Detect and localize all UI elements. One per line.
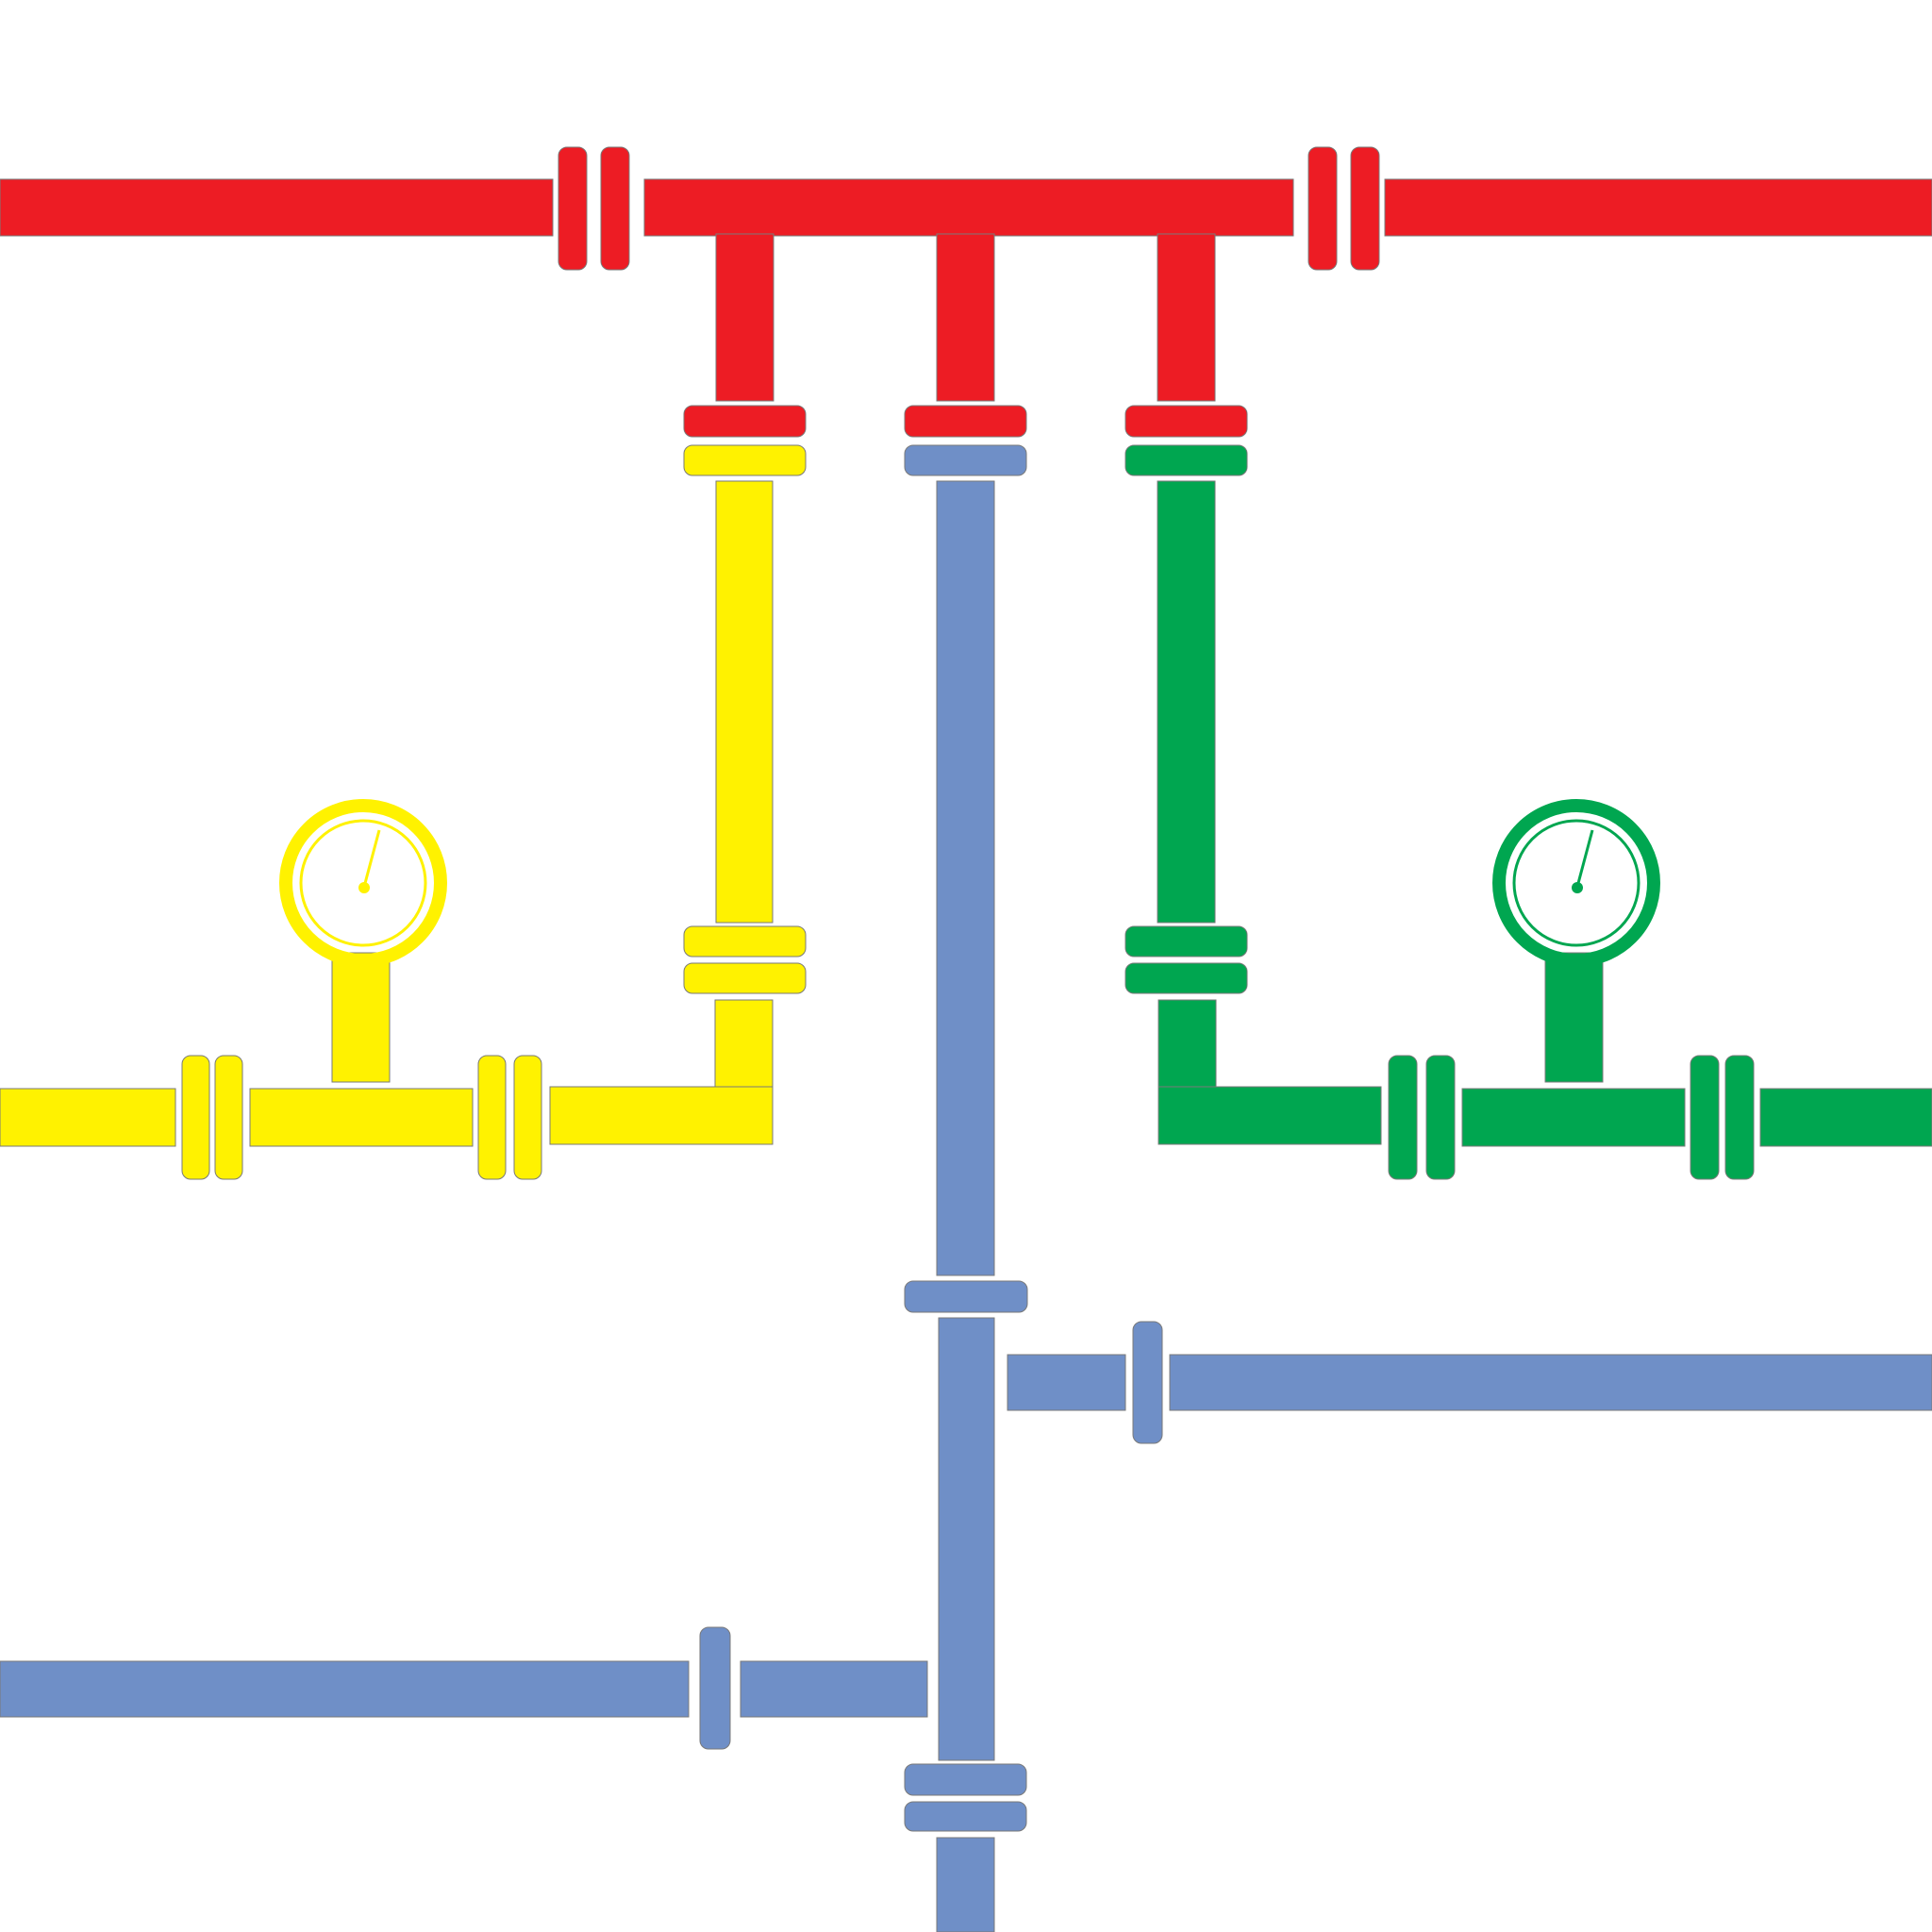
pressure-gauge-icon <box>1492 799 1660 967</box>
red-flange-right-a <box>1307 146 1338 271</box>
yellow-tee-pipe <box>249 1088 474 1147</box>
green-pipe-system <box>1124 444 1932 1180</box>
blue-flange-left <box>699 1626 731 1750</box>
blue-flange-right <box>1132 1321 1163 1444</box>
blue-pipe-system <box>0 444 1932 1932</box>
red-main-pipe-left <box>0 178 554 237</box>
yellow-flange-b <box>513 1055 542 1180</box>
yellow-pipe-system <box>0 444 807 1180</box>
yellow-gauge-pivot <box>358 882 370 893</box>
yellow-coupling-top <box>683 444 807 476</box>
yellow-gauge-outer-ring <box>279 799 447 967</box>
green-vertical-pipe <box>1157 480 1216 924</box>
green-gauge-needle <box>1575 829 1594 888</box>
green-flange-c <box>1690 1055 1720 1180</box>
pressure-gauge-icon <box>279 799 447 967</box>
yellow-flange-c <box>181 1055 210 1180</box>
red-coupling-right <box>1124 405 1248 438</box>
blue-coupling-lower-b <box>904 1801 1027 1832</box>
green-coupling-mid-a <box>1124 925 1248 958</box>
red-branch-left <box>715 233 774 402</box>
blue-branch-right-short <box>1007 1354 1126 1411</box>
yellow-coupling-mid-a <box>683 925 807 958</box>
green-flange-b <box>1425 1055 1456 1180</box>
red-branch-center <box>936 233 995 402</box>
red-coupling-center <box>904 405 1027 438</box>
green-elbow-horizontal <box>1158 1086 1382 1145</box>
blue-branch-left-long <box>0 1660 690 1718</box>
green-gauge-stem <box>1544 952 1604 1083</box>
green-flange-d <box>1724 1055 1755 1180</box>
red-flange-right-b <box>1350 146 1380 271</box>
green-outlet-pipe <box>1759 1088 1932 1147</box>
red-flange-left-a <box>558 146 588 271</box>
green-coupling-mid-b <box>1124 962 1248 994</box>
yellow-vertical-pipe <box>715 480 774 924</box>
green-gauge-pivot <box>1572 882 1583 893</box>
blue-branch-right-long <box>1169 1354 1932 1411</box>
blue-coupling-lower-a <box>904 1763 1027 1796</box>
blue-coupling-mid <box>904 1280 1028 1313</box>
green-tee-pipe <box>1461 1088 1686 1147</box>
red-flange-left-b <box>600 146 630 271</box>
red-main-pipe-right <box>1384 178 1932 237</box>
blue-vertical-pipe-bottom <box>936 1837 995 1932</box>
blue-vertical-pipe-upper <box>936 480 995 1276</box>
red-main-pipe-center <box>643 178 1294 237</box>
red-pipe-system <box>0 146 1932 438</box>
yellow-flange-d <box>214 1055 243 1180</box>
green-flange-a <box>1388 1055 1418 1180</box>
blue-branch-left-short <box>740 1660 928 1718</box>
yellow-gauge-needle <box>362 829 381 888</box>
yellow-coupling-mid-b <box>683 962 807 994</box>
yellow-flange-a <box>477 1055 507 1180</box>
yellow-elbow-horizontal <box>549 1086 774 1145</box>
green-coupling-top <box>1124 444 1248 476</box>
blue-vertical-pipe-middle <box>938 1317 995 1761</box>
blue-coupling-top <box>904 444 1027 476</box>
red-branch-right <box>1157 233 1216 402</box>
yellow-gauge-stem <box>331 952 391 1083</box>
red-coupling-left <box>683 405 807 438</box>
yellow-outlet-pipe <box>0 1088 176 1147</box>
green-gauge-outer-ring <box>1492 799 1660 967</box>
